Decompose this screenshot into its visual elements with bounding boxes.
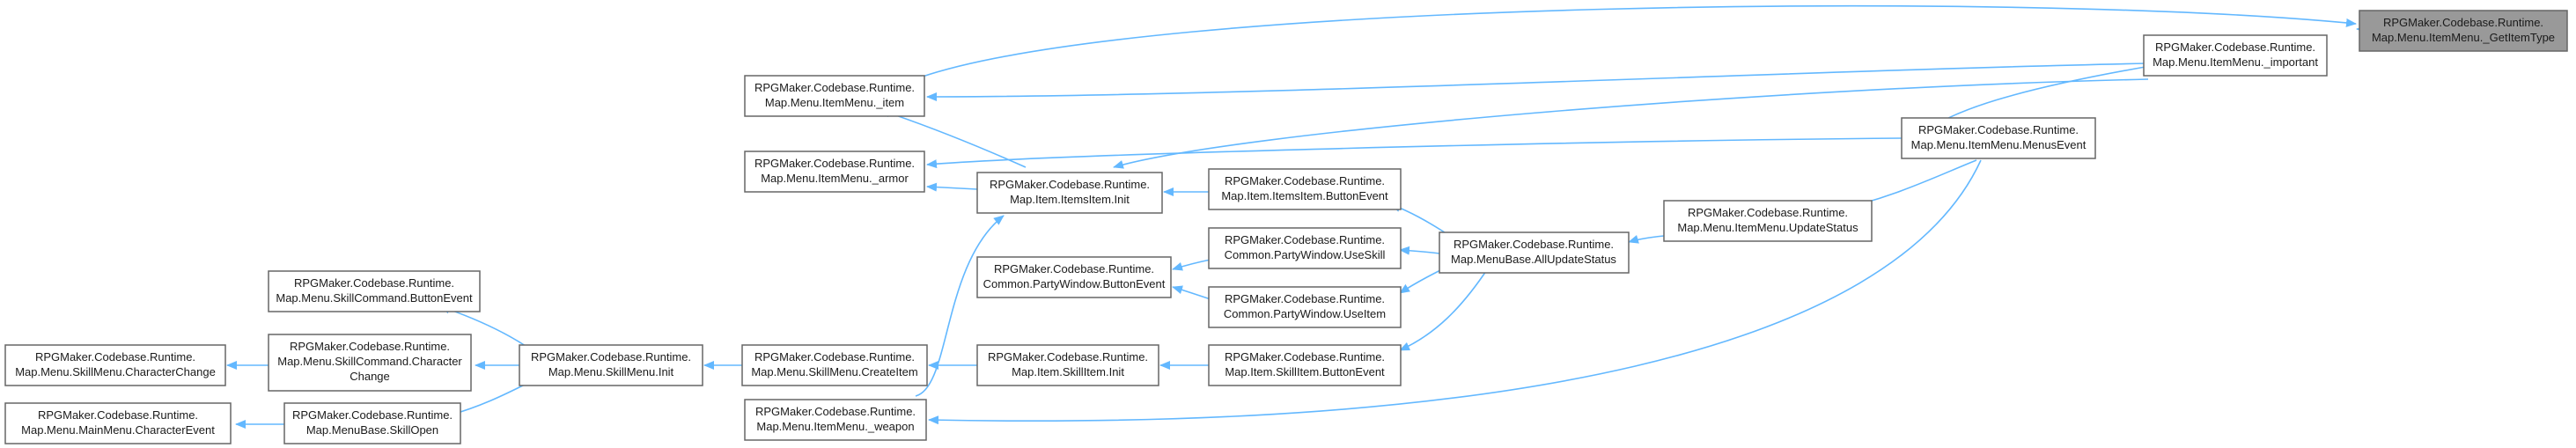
node-partyButtonEvent[interactable]: RPGMaker.Codebase.Runtime. Common.PartyWi… [976, 256, 1172, 298]
svg-text:Map.Menu.ItemMenu._item: Map.Menu.ItemMenu._item [765, 96, 904, 109]
svg-text:RPGMaker.Codebase.Runtime.: RPGMaker.Codebase.Runtime. [1225, 233, 1385, 246]
node-allUpdateStatus[interactable]: RPGMaker.Codebase.Runtime. Map.MenuBase.A… [1439, 231, 1630, 274]
svg-text:RPGMaker.Codebase.Runtime.: RPGMaker.Codebase.Runtime. [1918, 123, 2079, 136]
svg-text:RPGMaker.Codebase.Runtime.: RPGMaker.Codebase.Runtime. [1454, 238, 1614, 251]
svg-text:Map.Menu.ItemMenu._important: Map.Menu.ItemMenu._important [2153, 55, 2318, 69]
edge-menusEvent-to-itemsItemInit [1113, 78, 2149, 169]
node-skillOpen[interactable]: RPGMaker.Codebase.Runtime.Map.MenuBase.S… [283, 402, 461, 444]
node-getItemType[interactable]: RPGMaker.Codebase.Runtime. Map.Menu.ItemM… [2359, 10, 2568, 52]
svg-text:Common.PartyWindow.UseItem: Common.PartyWindow.UseItem [1224, 307, 1386, 320]
edge-allUpdateStatus-to-useSkill [1399, 246, 1440, 255]
node-skillMenuInit[interactable]: RPGMaker.Codebase.Runtime.Map.Menu.Skill… [519, 344, 703, 386]
svg-text:Map.Menu.SkillMenu.CharacterCh: Map.Menu.SkillMenu.CharacterChange [15, 365, 216, 378]
svg-text:RPGMaker.Codebase.Runtime.: RPGMaker.Codebase.Runtime. [294, 276, 454, 290]
node-weapon[interactable]: RPGMaker.Codebase.Runtime. Map.Menu.ItemM… [744, 399, 927, 441]
svg-text:Map.MenuBase.SkillOpen: Map.MenuBase.SkillOpen [306, 423, 438, 437]
svg-text:RPGMaker.Codebase.Runtime.: RPGMaker.Codebase.Runtime. [290, 340, 450, 353]
svg-text:RPGMaker.Codebase.Runtime.: RPGMaker.Codebase.Runtime. [1688, 206, 1848, 219]
svg-text:RPGMaker.Codebase.Runtime.: RPGMaker.Codebase.Runtime. [988, 350, 1148, 364]
node-skillMenuCharacterChange[interactable]: RPGMaker.Codebase.Runtime.Map.Menu.Skill… [4, 344, 226, 386]
svg-text:Map.Menu.ItemMenu._weapon: Map.Menu.ItemMenu._weapon [756, 420, 914, 433]
svg-text:Map.Menu.SkillMenu.CreateItem: Map.Menu.SkillMenu.CreateItem [751, 365, 917, 378]
svg-text:RPGMaker.Codebase.Runtime.: RPGMaker.Codebase.Runtime. [531, 350, 691, 364]
svg-text:RPGMaker.Codebase.Runtime.: RPGMaker.Codebase.Runtime. [755, 405, 916, 418]
svg-text:RPGMaker.Codebase.Runtime.: RPGMaker.Codebase.Runtime. [1225, 350, 1385, 364]
svg-text:RPGMaker.Codebase.Runtime.: RPGMaker.Codebase.Runtime. [35, 350, 195, 364]
svg-text:RPGMaker.Codebase.Runtime.: RPGMaker.Codebase.Runtime. [994, 262, 1154, 275]
edge-itemsItemInit-to-armor [926, 182, 978, 192]
node-itemsItemButtonEvent[interactable]: RPGMaker.Codebase.Runtime. Map.Item.Items… [1208, 168, 1402, 210]
edge-menusEvent-to-armor [926, 137, 1903, 169]
node-important[interactable]: RPGMaker.Codebase.Runtime.Map.Menu.ItemM… [2143, 34, 2328, 77]
edge-useSkill-to-partyButtonEvent [1172, 259, 1211, 271]
node-armor[interactable]: RPGMaker.Codebase.Runtime. Map.Menu.ItemM… [744, 151, 925, 193]
edge-useItem-to-partyButtonEvent [1172, 285, 1211, 300]
node-useSkill[interactable]: RPGMaker.Codebase.Runtime. Common.PartyWi… [1208, 227, 1402, 269]
svg-text:Map.MenuBase.AllUpdateStatus: Map.MenuBase.AllUpdateStatus [1451, 253, 1616, 266]
edge-createItem-to-itemsItemInit [915, 215, 1005, 397]
node-useItem[interactable]: RPGMaker.Codebase.Runtime. Common.PartyWi… [1208, 286, 1402, 328]
svg-text:Map.Menu.ItemMenu._GetItemType: Map.Menu.ItemMenu._GetItemType [2372, 31, 2555, 44]
svg-text:Map.Item.ItemsItem.ButtonEvent: Map.Item.ItemsItem.ButtonEvent [1221, 189, 1388, 202]
node-skillCommandButtonEvent[interactable]: RPGMaker.Codebase.Runtime.Map.Menu.Skill… [268, 270, 481, 312]
node-item[interactable]: RPGMaker.Codebase.Runtime. Map.Menu.ItemM… [744, 75, 925, 117]
edge-allUpdateStatus-to-skillItemButtonEvent [1399, 268, 1489, 351]
edge-important-to-item [926, 62, 2149, 101]
node-skillItemInit[interactable]: RPGMaker.Codebase.Runtime.Map.Item.Skill… [976, 344, 1159, 386]
svg-text:RPGMaker.Codebase.Runtime.: RPGMaker.Codebase.Runtime. [990, 178, 1150, 191]
edge-item-to-getItemType [919, 4, 2357, 78]
node-skillCommandCharacterChange[interactable]: RPGMaker.Codebase.Runtime. Map.Menu.Skill… [268, 334, 472, 392]
svg-text:Map.Menu.ItemMenu._armor: Map.Menu.ItemMenu._armor [761, 172, 909, 185]
svg-text:RPGMaker.Codebase.Runtime.: RPGMaker.Codebase.Runtime. [1225, 292, 1385, 305]
svg-text:Common.PartyWindow.ButtonEvent: Common.PartyWindow.ButtonEvent [983, 277, 1166, 290]
node-menusEvent[interactable]: RPGMaker.Codebase.Runtime. Map.Menu.ItemM… [1901, 117, 2096, 159]
svg-text:Map.Menu.MainMenu.CharacterEve: Map.Menu.MainMenu.CharacterEvent [21, 423, 215, 437]
svg-text:RPGMaker.Codebase.Runtime.: RPGMaker.Codebase.Runtime. [2155, 40, 2315, 54]
svg-text:Map.Menu.ItemMenu.MenusEvent: Map.Menu.ItemMenu.MenusEvent [1911, 138, 2087, 151]
node-updateStatus[interactable]: RPGMaker.Codebase.Runtime. Map.Menu.ItemM… [1663, 200, 1873, 242]
node-createItem[interactable]: RPGMaker.Codebase.Runtime.Map.Menu.Skill… [741, 344, 928, 386]
svg-text:RPGMaker.Codebase.Runtime.: RPGMaker.Codebase.Runtime. [754, 157, 915, 170]
edge-updateStatus-to-allUpdateStatus [1628, 235, 1665, 244]
svg-text:RPGMaker.Codebase.Runtime.: RPGMaker.Codebase.Runtime. [754, 81, 915, 94]
svg-text:Map.Item.SkillItem.Init: Map.Item.SkillItem.Init [1012, 365, 1124, 378]
svg-text:Change: Change [350, 370, 390, 383]
svg-text:Map.Item.SkillItem.ButtonEvent: Map.Item.SkillItem.ButtonEvent [1225, 365, 1385, 378]
svg-text:Map.Item.ItemsItem.Init: Map.Item.ItemsItem.Init [1010, 193, 1130, 206]
svg-text:RPGMaker.Codebase.Runtime.: RPGMaker.Codebase.Runtime. [2383, 16, 2543, 29]
svg-text:RPGMaker.Codebase.Runtime.: RPGMaker.Codebase.Runtime. [1225, 174, 1385, 187]
svg-text:RPGMaker.Codebase.Runtime.: RPGMaker.Codebase.Runtime. [38, 408, 198, 422]
svg-text:RPGMaker.Codebase.Runtime.: RPGMaker.Codebase.Runtime. [754, 350, 915, 364]
svg-text:Map.Menu.SkillMenu.Init: Map.Menu.SkillMenu.Init [548, 365, 674, 378]
node-skillItemButtonEvent[interactable]: RPGMaker.Codebase.Runtime.Map.Item.Skill… [1208, 344, 1402, 386]
svg-text:Map.Menu.SkillCommand.Characte: Map.Menu.SkillCommand.Character [277, 355, 462, 368]
node-itemsItemInit[interactable]: RPGMaker.Codebase.Runtime. Map.Item.Items… [976, 172, 1163, 214]
node-mainMenuCharacterEvent[interactable]: RPGMaker.Codebase.Runtime.Map.Menu.MainM… [4, 402, 232, 444]
svg-text:Map.Menu.ItemMenu.UpdateStatus: Map.Menu.ItemMenu.UpdateStatus [1677, 221, 1858, 234]
svg-text:RPGMaker.Codebase.Runtime.: RPGMaker.Codebase.Runtime. [292, 408, 453, 422]
svg-text:Common.PartyWindow.UseSkill: Common.PartyWindow.UseSkill [1225, 248, 1386, 261]
svg-text:Map.Menu.SkillCommand.ButtonEv: Map.Menu.SkillCommand.ButtonEvent [276, 291, 473, 305]
edge-menusEvent-to-weapon [928, 159, 1982, 425]
